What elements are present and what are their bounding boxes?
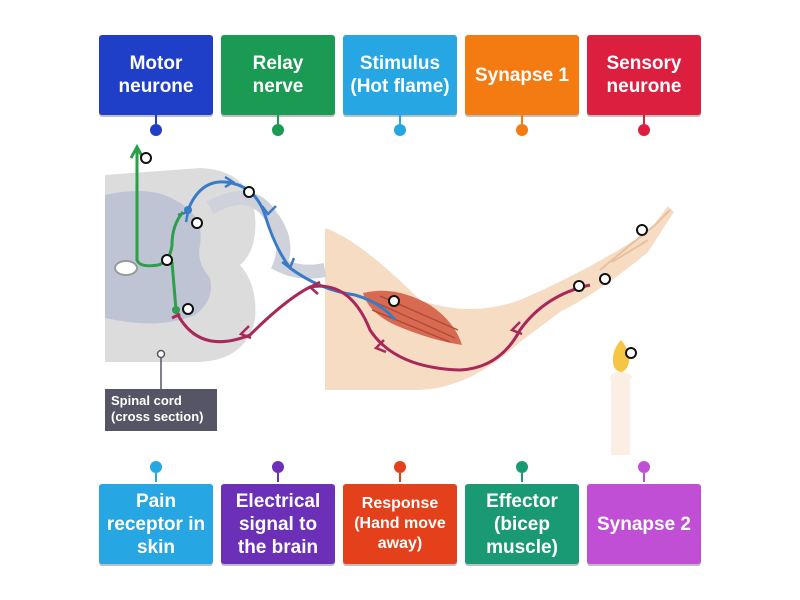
pin-stem bbox=[277, 473, 279, 482]
arm-illustration bbox=[325, 206, 674, 390]
label-stimulus[interactable]: Stimulus (Hot flame) bbox=[343, 35, 457, 115]
pin-stem bbox=[155, 115, 157, 124]
hotspots bbox=[140, 152, 648, 359]
candle-illustration bbox=[610, 340, 632, 455]
blue-pathway bbox=[186, 180, 397, 321]
pin-marker bbox=[516, 124, 528, 136]
pin-stem bbox=[277, 115, 279, 124]
label-motor-neurone[interactable]: Motor neurone bbox=[99, 35, 213, 115]
hotspot-flame[interactable] bbox=[625, 347, 637, 359]
label-synapse-1[interactable]: Synapse 1 bbox=[465, 35, 579, 115]
hotspot-hand-2[interactable] bbox=[599, 273, 611, 285]
pin-stem bbox=[643, 115, 645, 124]
label-electrical-signal[interactable]: Electrical signal to the brain bbox=[221, 484, 335, 564]
hotspot-fingertip[interactable] bbox=[636, 224, 648, 236]
pin-marker bbox=[516, 461, 528, 473]
crimson-pathway bbox=[176, 283, 591, 372]
label-pain-receptor[interactable]: Pain receptor in skin bbox=[99, 484, 213, 564]
pin-stem bbox=[643, 473, 645, 482]
hotspot-blue-top[interactable] bbox=[243, 186, 255, 198]
pin-marker bbox=[272, 461, 284, 473]
pin-stem bbox=[155, 473, 157, 482]
hotspot-green-mid[interactable] bbox=[161, 254, 173, 266]
label-response[interactable]: Response (Hand move away) bbox=[343, 484, 457, 564]
spinal-cord-caption: Spinal cord (cross section) bbox=[105, 389, 217, 431]
hotspot-motor-arrow[interactable] bbox=[140, 152, 152, 164]
label-relay-nerve[interactable]: Relay nerve bbox=[221, 35, 335, 115]
pin-marker bbox=[150, 461, 162, 473]
pin-stem bbox=[521, 115, 523, 124]
label-sensory-neurone[interactable]: Sensory neurone bbox=[587, 35, 701, 115]
pin-stem bbox=[521, 473, 523, 482]
spinal-caption-line1: Spinal cord bbox=[111, 393, 182, 408]
pin-marker bbox=[394, 124, 406, 136]
spinal-cord-illustration bbox=[105, 168, 256, 362]
hotspot-crimson-synapse[interactable] bbox=[182, 303, 194, 315]
pin-marker bbox=[150, 124, 162, 136]
spinal-caption-line2: (cross section) bbox=[111, 409, 204, 424]
pin-stem bbox=[399, 115, 401, 124]
hotspot-blue-synapse[interactable] bbox=[191, 217, 203, 229]
pin-marker bbox=[638, 461, 650, 473]
pin-marker bbox=[272, 124, 284, 136]
label-effector[interactable]: Effector (bicep muscle) bbox=[465, 484, 579, 564]
pin-stem bbox=[399, 473, 401, 482]
pin-marker bbox=[638, 124, 650, 136]
pin-marker bbox=[394, 461, 406, 473]
label-synapse-2[interactable]: Synapse 2 bbox=[587, 484, 701, 564]
hotspot-muscle[interactable] bbox=[388, 295, 400, 307]
hotspot-hand-1[interactable] bbox=[573, 280, 585, 292]
